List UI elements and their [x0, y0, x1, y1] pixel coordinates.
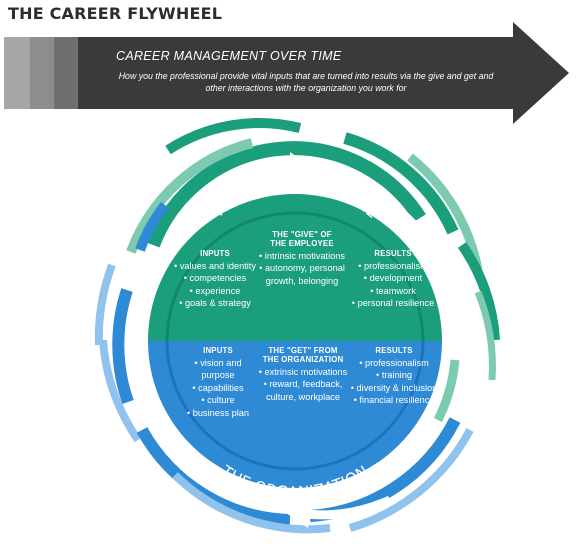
list-item: reward, feedback, culture, workplace — [254, 378, 352, 403]
flow-arrowhead-top — [290, 152, 312, 183]
ring-arc — [348, 428, 474, 532]
ring-arc — [135, 201, 169, 252]
ring-arc — [99, 339, 142, 443]
ring-arc — [343, 132, 459, 235]
list-item: culture — [180, 394, 256, 406]
list-item: financial resilience — [350, 394, 438, 406]
list-item: competencies — [172, 272, 258, 284]
column-heading: INPUTS — [200, 249, 230, 258]
list-item: capabilities — [180, 382, 256, 394]
organization-results: RESULTS professionalism training diversi… — [350, 346, 438, 407]
list-item: business plan — [180, 407, 256, 419]
flow-arrow-right — [363, 184, 459, 301]
list-item: development — [345, 272, 441, 284]
list-item: values and identity — [172, 260, 258, 272]
outer-rings — [94, 118, 500, 534]
list-item: professionalism — [345, 260, 441, 272]
banner-arrow — [78, 22, 569, 124]
banner-title: CAREER MANAGEMENT OVER TIME — [116, 49, 342, 63]
banner-stripe-2 — [30, 37, 54, 109]
list-item: professionalism — [350, 357, 438, 369]
ring-arc — [474, 290, 496, 381]
list-item: experience — [172, 285, 258, 297]
professional-inputs: INPUTS values and identity competencies … — [172, 249, 258, 310]
banner-subtitle: How you the professional provide vital i… — [118, 71, 494, 93]
ring-arc — [457, 242, 500, 341]
flow-arrow-top — [205, 161, 293, 194]
organization-inputs: INPUTS vision and purpose capabilities c… — [180, 346, 256, 419]
list-item: intrinsic motivations — [257, 250, 347, 262]
ring-arc — [165, 118, 302, 155]
column-heading-line: THE ORGANIZATION — [262, 355, 344, 364]
ring-arc — [94, 263, 116, 346]
list-item: diversity & inclusion — [350, 382, 438, 394]
flow-arrowhead-bottom — [286, 498, 308, 528]
list-item: autonomy, personal growth, belonging — [257, 262, 347, 287]
list-item: extrinsic motivations — [254, 366, 352, 378]
column-heading: RESULTS — [375, 346, 413, 355]
banner-stripe-3 — [54, 37, 78, 109]
ring-arc — [126, 138, 254, 254]
list-item: teamwork — [345, 285, 441, 297]
ring-arc — [146, 141, 426, 248]
list-item: training — [350, 369, 438, 381]
list-item: vision and purpose — [180, 357, 256, 382]
column-heading: INPUTS — [203, 346, 233, 355]
column-heading: RESULTS — [374, 249, 412, 258]
page-title: THE CAREER FLYWHEEL — [8, 4, 223, 23]
list-item: personal resilience — [345, 297, 441, 309]
organization-get: THE "GET" FROM THE ORGANIZATION extrinsi… — [254, 346, 352, 403]
ring-arc — [433, 359, 460, 423]
column-heading-line: THE "GET" FROM — [268, 346, 338, 355]
flow-arrows — [131, 152, 459, 528]
list-item: goals & strategy — [172, 297, 258, 309]
flow-arrow-left — [131, 369, 212, 489]
banner-stripe-1 — [4, 37, 30, 109]
flow-arrow-bottom — [304, 495, 392, 520]
ring-arc — [172, 472, 331, 534]
professional-results: RESULTS professionalism development team… — [345, 249, 441, 310]
column-heading-line: THE "GIVE" OF — [272, 230, 332, 239]
ring-arc — [112, 288, 134, 404]
timeline-banner — [4, 22, 569, 124]
column-heading-line: THE EMPLOYEE — [270, 239, 334, 248]
professional-give: THE "GIVE" OF THE EMPLOYEE intrinsic mot… — [257, 230, 347, 287]
